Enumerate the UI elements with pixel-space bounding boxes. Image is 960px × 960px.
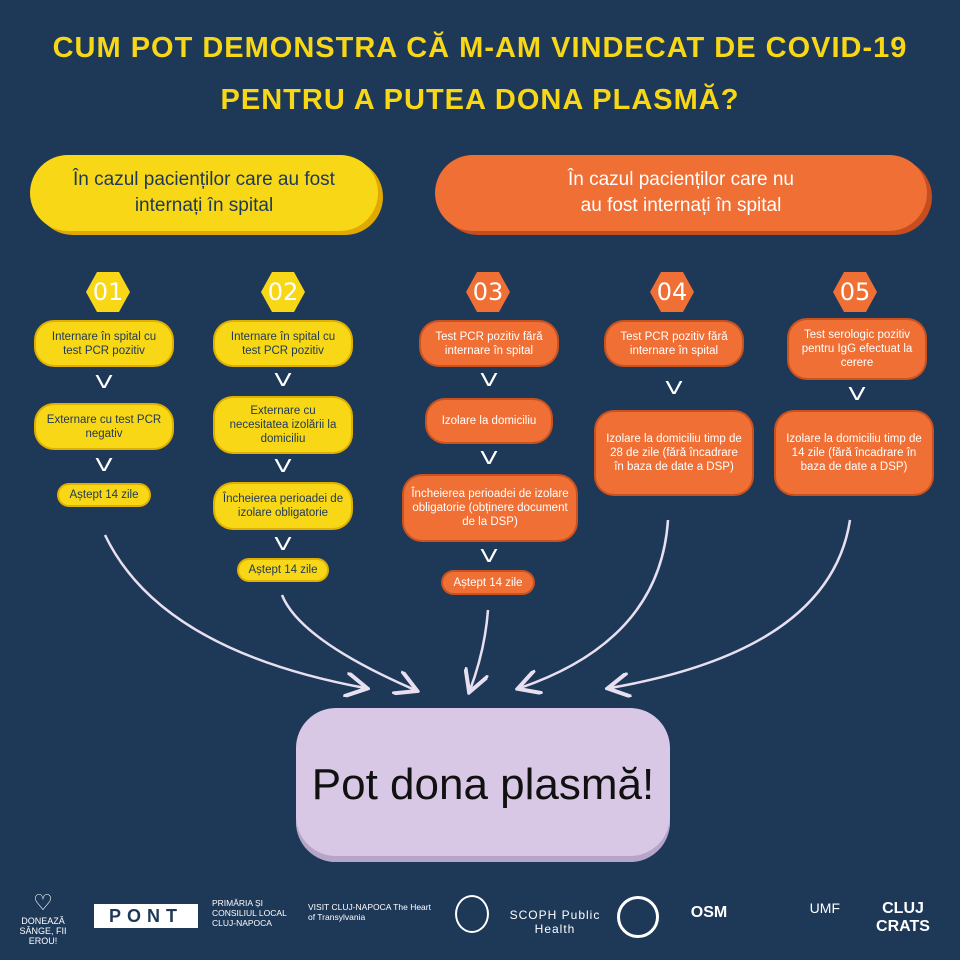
chevron-down-icon: V bbox=[480, 546, 498, 567]
chevron-down-icon: V bbox=[274, 456, 292, 477]
step-01-1: Internare în spital cu test PCR pozitiv bbox=[36, 322, 172, 365]
chevron-down-icon: V bbox=[480, 370, 498, 391]
logo-circle bbox=[455, 895, 489, 933]
chevron-down-icon: V bbox=[274, 534, 292, 555]
step-02-2: Externare cu necesitatea izolării la dom… bbox=[215, 398, 351, 452]
logo-seal bbox=[617, 896, 659, 938]
arrow-05 bbox=[610, 519, 852, 688]
logo-visit-cluj: VISIT CLUJ-NAPOCA The Heart of Transylva… bbox=[308, 902, 431, 922]
chevron-down-icon: V bbox=[274, 370, 292, 391]
step-04-1: Test PCR pozitiv fără internare în spita… bbox=[606, 322, 742, 365]
arrow-01 bbox=[103, 534, 365, 688]
arrow-02 bbox=[280, 594, 415, 690]
step-05-2: Izolare la domiciliu timp de 14 zile (fă… bbox=[776, 412, 932, 494]
step-02-4: Aștept 14 zile bbox=[239, 560, 327, 580]
step-04-2: Izolare la domiciliu timp de 28 de zile … bbox=[596, 412, 752, 494]
logo-crats: CLUJ CRATS bbox=[876, 900, 930, 935]
step-01-3: Aștept 14 zile bbox=[59, 485, 149, 505]
title-line-1: CUM POT DEMONSTRA CĂ M-AM VINDECAT DE CO… bbox=[52, 32, 908, 64]
step-03-2: Izolare la domiciliu bbox=[427, 400, 551, 442]
step-02-1: Internare în spital cu test PCR pozitiv bbox=[215, 322, 351, 365]
chevron-down-icon: V bbox=[848, 384, 866, 405]
heart-icon: ♡ bbox=[33, 890, 53, 915]
badge-02: 02 bbox=[261, 272, 305, 312]
chevron-down-icon: V bbox=[665, 378, 683, 399]
logo-scoph: SCOPH Public Health bbox=[509, 908, 601, 936]
logo-primaria: PRIMĂRIA ȘI CONSILIUL LOCAL CLUJ-NAPOCA bbox=[212, 898, 287, 928]
arrow-04 bbox=[520, 519, 670, 688]
group-hospitalized-header: În cazul pacienților care au fost intern… bbox=[30, 155, 378, 231]
step-02-3: Încheierea perioadei de izolare obligato… bbox=[215, 484, 351, 528]
title-line-2: PENTRU A PUTEA DONA PLASMĂ? bbox=[220, 84, 740, 116]
arrow-03 bbox=[470, 609, 490, 690]
chevron-down-icon: V bbox=[95, 372, 113, 393]
step-03-4: Aștept 14 zile bbox=[443, 572, 533, 593]
logo-pont: PONT bbox=[94, 904, 198, 928]
step-03-3: Încheierea perioadei de izolare obligato… bbox=[404, 476, 576, 540]
result-box: Pot dona plasmă! bbox=[296, 708, 670, 862]
badge-03: 03 bbox=[466, 272, 510, 312]
step-01-2: Externare cu test PCR negativ bbox=[36, 405, 172, 448]
chevron-down-icon: V bbox=[95, 455, 113, 476]
logo-osm: OSM bbox=[690, 904, 728, 921]
step-03-1: Test PCR pozitiv fără internare în spita… bbox=[421, 322, 557, 365]
group-not-hospitalized-header: În cazul pacienților care nu au fost int… bbox=[435, 155, 927, 231]
step-05-1: Test serologic pozitiv pentru IgG efectu… bbox=[789, 320, 925, 378]
sponsor-logos: ♡DONEAZĂ SÂNGE, FII EROU! PONT PRIMĂRIA … bbox=[0, 890, 960, 950]
logo-umf: UMF bbox=[809, 900, 840, 916]
logo-doneaza-sange: ♡DONEAZĂ SÂNGE, FII EROU! bbox=[8, 890, 78, 946]
chevron-down-icon: V bbox=[480, 448, 498, 469]
